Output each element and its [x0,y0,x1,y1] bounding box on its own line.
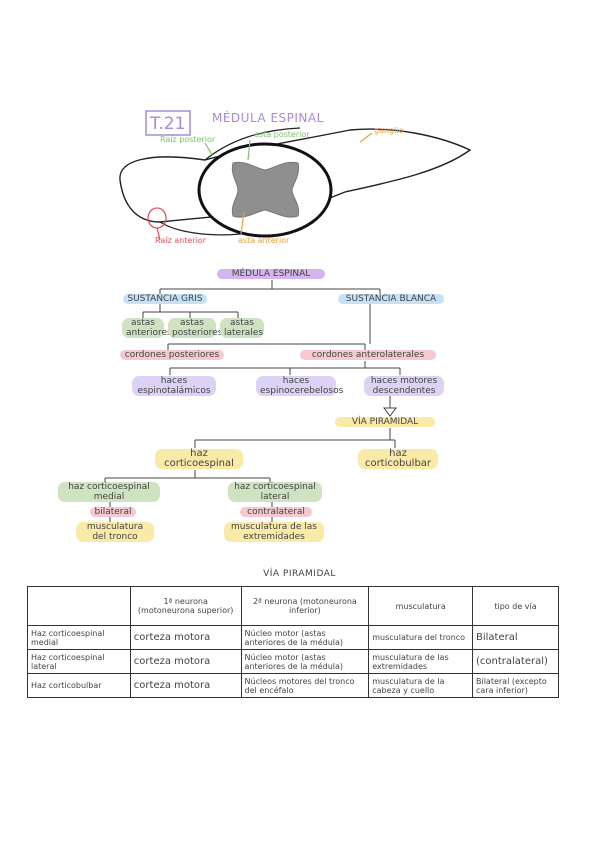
table-cell: Haz corticobulbar [27,673,131,698]
node-cordones-anterolaterales: cordones anterolaterales [300,350,436,360]
table-header-cell: musculatura [368,586,473,626]
node-astas-posteriores: astas posteriores [168,318,222,338]
table-cell: Núcleo motor (astas anteriores de la méd… [240,625,370,650]
node-musculatura-tronco: musculatura del tronco [76,522,154,542]
label-ganglio: ganglio [374,126,404,135]
node-astas-anteriores: astas anteriores [122,318,172,338]
node-sustancia-blanca: SUSTANCIA BLANCA [338,294,444,304]
table-cell: corteza motora [129,673,242,698]
table-row: Haz corticoespinal lateral corteza motor… [27,649,559,674]
table-cell: musculatura del tronco [368,625,473,650]
table-cell: Bilateral (excepto cara inferior) [472,673,559,698]
label-raiz-posterior: Raíz posterior [160,135,216,144]
table-header-row: 1ª neurona (motoneurona superior) 2ª neu… [27,586,559,626]
label-asta-posterior: asta posterior [254,130,310,139]
table-row: Haz corticobulbar corteza motora Núcleos… [27,673,559,698]
table-cell: Núcleos motores del tronco del encéfalo [240,673,370,698]
node-bilateral: bilateral [90,507,136,517]
label-raiz-anterior: Raíz anterior [155,236,206,245]
concept-map-connectors [104,280,401,522]
table-cell: Núcleo motor (astas anteriores de la méd… [240,649,370,674]
node-haces-espinocerebelosos: haces espinocerebelosos [256,376,343,396]
table-cell: corteza motora [129,625,242,650]
table-header-cell [27,586,131,626]
node-haces-motores-descendentes: haces motores descendentes [364,376,444,396]
table-header-cell: 1ª neurona (motoneurona superior) [129,586,242,626]
table-cell: Haz corticoespinal lateral [27,649,131,674]
table-cell: Bilateral [472,625,559,650]
node-contralateral: contralateral [240,507,312,517]
table-cell: musculatura de la cabeza y cuello [368,673,473,698]
label-asta-anterior: asta anterior [238,236,290,245]
node-haz-corticobulbar: haz corticobulbar [358,449,438,469]
table-header-cell: 2ª neurona (motoneurona inferior) [240,586,370,626]
gray-matter [231,161,300,218]
via-piramidal-table: 1ª neurona (motoneurona superior) 2ª neu… [27,586,559,698]
spinal-cord-drawing [119,110,472,241]
node-cordones-posteriores: cordones posteriores [120,350,224,360]
topic-number: T.21 [150,114,186,134]
via-piramidal-arrow [383,407,397,417]
node-haz-corticoespinal: haz corticoespinal [155,449,243,469]
nerve-outline [119,128,472,223]
table-row: Haz corticoespinal medial corteza motora… [27,625,559,650]
diagram-title: MÉDULA ESPINAL [212,111,324,125]
node-sustancia-gris: SUSTANCIA GRIS [123,294,207,304]
node-via-piramidal: VÍA PIRAMIDAL [335,417,435,427]
table-cell: Haz corticoespinal medial [27,625,131,650]
node-musculatura-extremidades: musculatura de las extremidades [224,522,324,542]
table-title: VÍA PIRAMIDAL [263,569,336,579]
node-haces-espinotalamicos: haces espinotalámicos [132,376,216,396]
node-haz-ce-lateral: haz corticoespinal lateral [228,482,322,502]
table-cell: corteza motora [129,649,242,674]
table-cell: musculatura de las extremidades [368,649,473,674]
node-haz-ce-medial: haz corticoespinal medial [58,482,160,502]
node-astas-laterales: astas laterales [220,318,264,338]
topic-number-box [145,110,191,136]
table-cell: (contralateral) [472,649,559,674]
node-medula-espinal: MÉDULA ESPINAL [217,269,325,279]
table-header-cell: tipo de vía [472,586,559,626]
